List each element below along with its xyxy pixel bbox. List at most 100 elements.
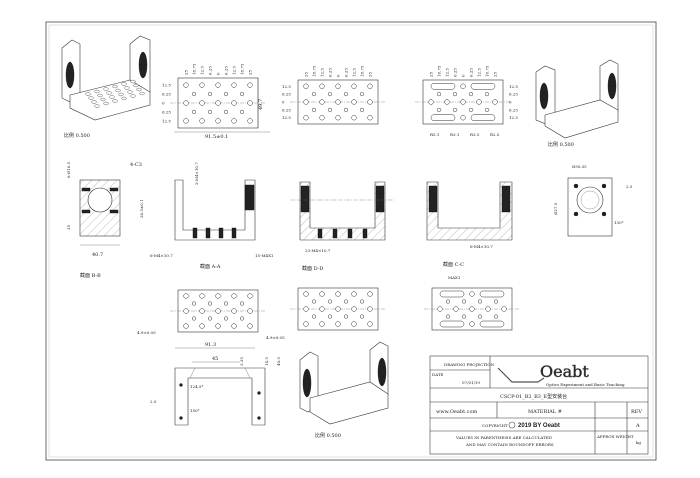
dimension-text: 14.5 [264, 357, 269, 366]
hole [97, 93, 103, 98]
hole [231, 82, 237, 88]
hole [469, 291, 475, 297]
dimension-text: 4.9±0.05 [266, 335, 285, 340]
hole [223, 109, 229, 114]
hole [444, 99, 450, 105]
hole [121, 82, 127, 86]
weight-label: APPROX WEIGHT [596, 434, 634, 439]
hole [327, 299, 333, 304]
grid-col-label: 12.5 [445, 68, 450, 77]
hole [239, 301, 245, 306]
hole [477, 314, 483, 319]
dimension-text: 124.9° [190, 384, 203, 389]
hole [215, 308, 221, 314]
hole [367, 83, 373, 89]
grid-row-label: 12.5 [509, 115, 518, 120]
grid-row-label: 12.5 [509, 84, 518, 89]
slot [479, 290, 505, 298]
projection-label: DRAWING PROJECTION [444, 362, 495, 367]
hole [231, 118, 237, 124]
hole [215, 82, 221, 88]
hole [303, 115, 309, 121]
hole [468, 92, 474, 97]
hole [247, 82, 253, 88]
hole [94, 104, 100, 108]
logo-tagline: Optics Experiment and Basic Teaching [546, 382, 625, 387]
slot [439, 290, 465, 298]
hole [199, 323, 205, 329]
hole [109, 95, 115, 99]
grid-row-label: 6.25 [509, 92, 518, 97]
hole [112, 84, 118, 89]
grid-col-label: 18.75 [437, 65, 442, 77]
grid-col-label: 18.75 [485, 65, 490, 77]
hole [207, 92, 213, 97]
grid-col-label: 18.75 [360, 65, 365, 77]
hole [327, 92, 333, 97]
grid-row-label: 0 [162, 101, 165, 106]
hole [91, 100, 97, 104]
date-value: 07/01/19 [462, 380, 480, 385]
hole [130, 79, 136, 84]
grid-col-label: 25 [368, 71, 373, 77]
hole [191, 92, 197, 97]
hole [199, 293, 205, 299]
date-label: DATE [432, 372, 444, 377]
rev-label: REV [631, 409, 642, 415]
hole [460, 83, 466, 89]
slot [479, 320, 505, 328]
grid-row-label: 12.5 [162, 118, 171, 123]
hole [461, 299, 467, 304]
grid-row-label: 6.25 [162, 109, 171, 114]
hole [215, 118, 221, 124]
oeabt-logo: Oeabt Optics Experiment and Basic Teachi… [497, 362, 625, 387]
hole [121, 96, 127, 101]
grid-row-label: 6.25 [162, 92, 171, 97]
dimension-text: Ø30.35 [572, 164, 587, 169]
grid-row-label: 12.5 [162, 83, 171, 88]
hole [231, 100, 237, 106]
hole [367, 115, 373, 121]
hole [88, 96, 94, 100]
hole [343, 299, 349, 304]
plate-top-view [170, 289, 266, 333]
grid-col-label: 25 [429, 71, 434, 77]
copyright-icon [508, 421, 516, 429]
hole [351, 306, 357, 312]
hole [118, 92, 124, 97]
dimension-text: 2.5 [150, 399, 157, 404]
hole [223, 92, 229, 97]
dimension-text: 3.35 [239, 357, 244, 366]
hole [359, 92, 365, 97]
dimension-text: R3.5 [470, 132, 480, 137]
hole [343, 107, 349, 112]
dimension-text: 4-C3 [130, 162, 142, 168]
section-view-a-a: 6-M4×10.7 15-M4X1 2-M4×10.7 截面 A-A [150, 162, 273, 270]
hole [319, 306, 325, 312]
grid-row-label: 12.5 [282, 84, 291, 89]
dimension-text: 4.9±0.05 [137, 330, 156, 335]
grid-col-label: 6.25 [469, 68, 474, 77]
hole [207, 301, 213, 306]
hole [453, 306, 459, 312]
hole [247, 323, 253, 329]
hole [239, 316, 245, 321]
hole [130, 94, 136, 98]
hole [223, 316, 229, 321]
hole [311, 92, 317, 97]
hole [367, 291, 373, 297]
title-block: DRAWING PROJECTION DATE 07/01/19 Oeabt O… [429, 355, 649, 455]
hole [215, 293, 221, 299]
hole [106, 91, 112, 95]
front-profile-view: 45 124.9° 2.5 150° 3.35 14.5 49.5 [150, 356, 281, 426]
hole [367, 306, 373, 312]
hole [247, 100, 253, 106]
copyright-text: 2019 BY Oeabt [518, 423, 560, 429]
hole [103, 101, 109, 106]
grid-col-label: 12.5 [320, 68, 325, 77]
hole [303, 99, 309, 105]
hole [199, 308, 205, 314]
